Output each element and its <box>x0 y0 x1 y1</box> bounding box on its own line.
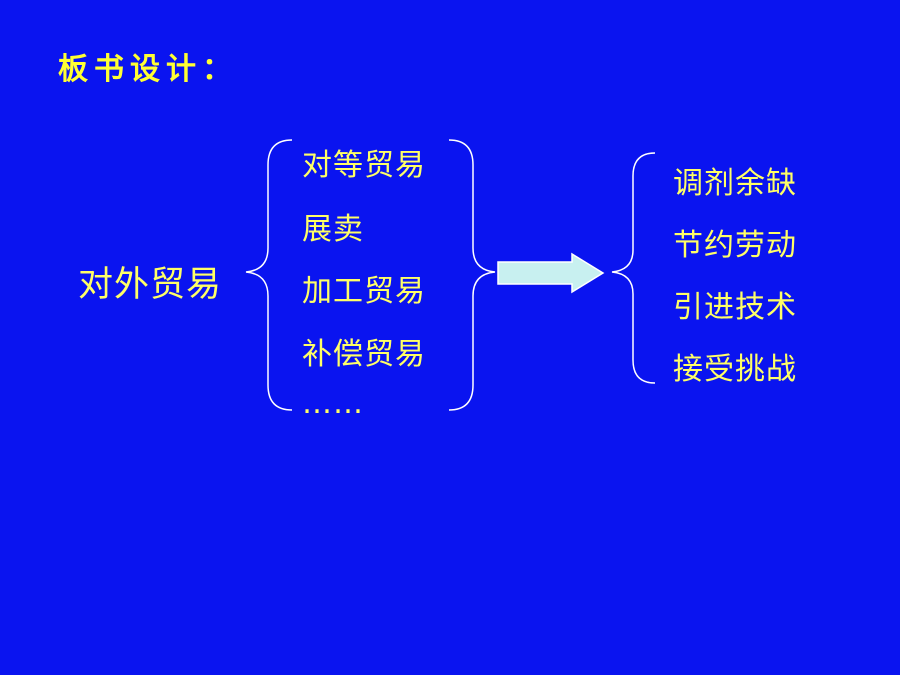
form-item: 补偿贸易 <box>302 337 426 372</box>
effect-item: 接受挑战 <box>673 352 797 387</box>
effect-item: 调剂余缺 <box>673 166 797 201</box>
form-item: 展卖 <box>302 212 364 247</box>
form-item: 加工贸易 <box>302 274 426 309</box>
main-topic: 对外贸易 <box>78 265 223 305</box>
form-item: 对等贸易 <box>302 148 426 183</box>
left-open-brace <box>245 139 293 411</box>
effect-item: 引进技术 <box>673 290 797 325</box>
right-arrow-icon <box>497 252 605 294</box>
effect-item: 节约劳动 <box>673 228 797 263</box>
form-item-ellipsis: …… <box>302 386 364 421</box>
right-open-brace <box>611 152 656 384</box>
slide-title: 板书设计： <box>58 52 238 87</box>
middle-close-brace <box>448 139 496 411</box>
